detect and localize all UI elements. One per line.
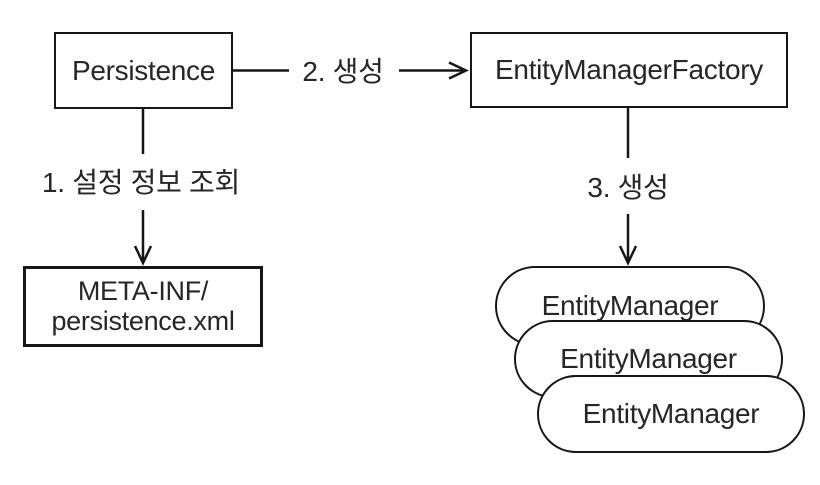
persistence-node-label: Persistence — [72, 54, 215, 86]
edge-step2-arrowhead — [448, 61, 469, 80]
edge-step1-label: 1. 설정 정보 조회 — [42, 161, 240, 201]
entity-manager-node-1-label: EntityManager — [541, 290, 719, 322]
entity-manager-factory-node-label: EntityManagerFactory — [495, 54, 763, 86]
edge-step1-arrowhead — [133, 245, 153, 266]
persistence-xml-line2: persistence.xml — [51, 305, 235, 336]
edge-step3-label: 3. 생성 — [587, 166, 669, 206]
edge-step2-label: 2. 생성 — [302, 50, 384, 90]
entity-manager-node-2-label: EntityManager — [560, 343, 737, 375]
edge-step3-arrowhead — [618, 245, 638, 266]
persistence-xml-line1: META-INF/ — [77, 275, 209, 306]
entity-manager-node-3: EntityManager — [537, 375, 805, 453]
entity-manager-node-3-label: EntityManager — [582, 398, 760, 430]
entity-manager-factory-node: EntityManagerFactory — [470, 32, 788, 108]
persistence-node: Persistence — [54, 32, 233, 109]
persistence-xml-node-label: META-INF/ persistence.xml — [51, 275, 235, 336]
persistence-xml-node: META-INF/ persistence.xml — [23, 266, 263, 347]
